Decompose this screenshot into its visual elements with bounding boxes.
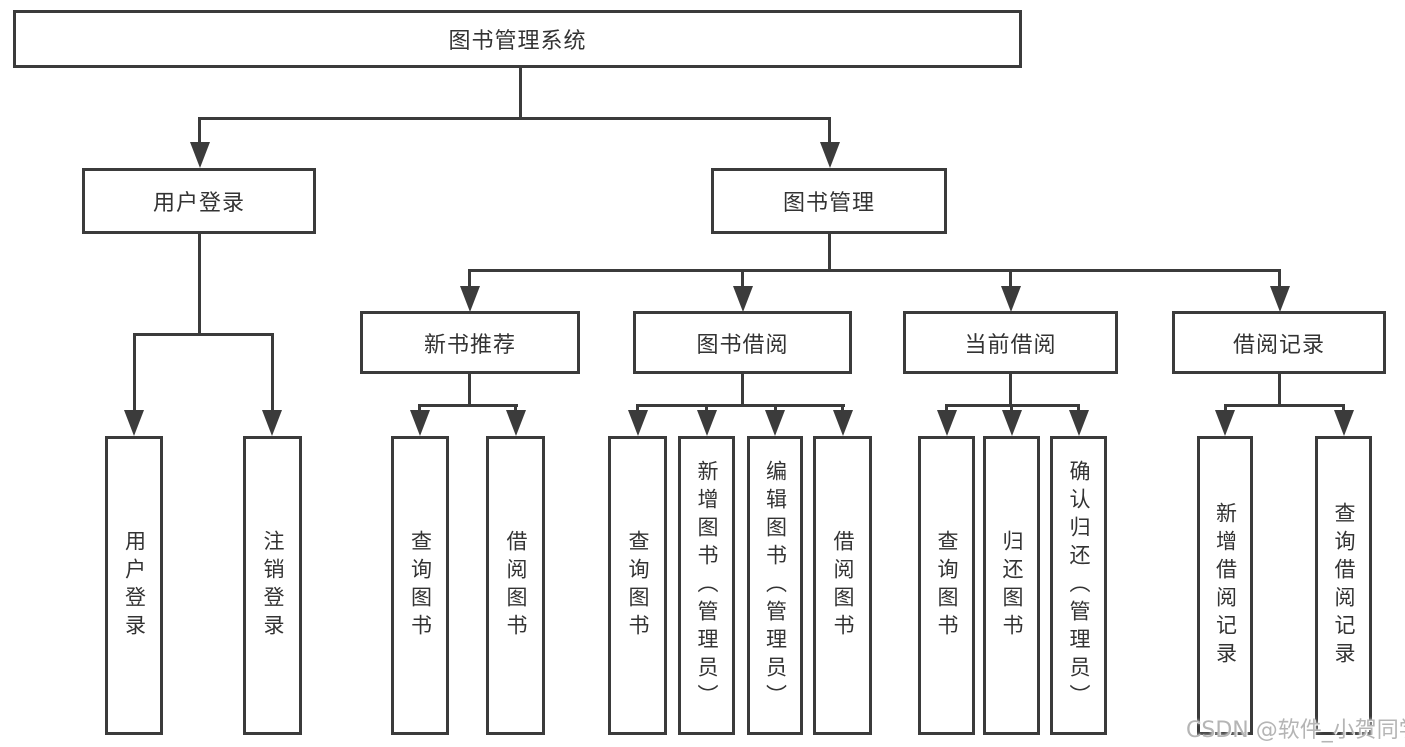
node-book-mgmt-label: 图书管理	[782, 191, 875, 216]
connector-stem	[741, 269, 744, 290]
node-user-login: 用户登录	[82, 168, 316, 234]
arrow-down-icon	[506, 410, 526, 436]
connector-stem	[1342, 404, 1345, 413]
node-user-login-label: 用户登录	[152, 191, 245, 216]
arrow-down-icon	[124, 410, 144, 436]
node-borrow-records-label: 借阅记录	[1232, 332, 1325, 358]
connector-stem	[133, 333, 136, 412]
connector-horizontal	[1224, 404, 1345, 407]
leaf-label: 确认归还（管理员）	[1067, 459, 1091, 712]
arrow-down-icon	[628, 410, 648, 436]
connector-stem	[1010, 404, 1013, 413]
connector-trunk	[468, 374, 471, 406]
arrow-down-icon	[1001, 286, 1021, 312]
connector-stem-user-login	[198, 117, 201, 145]
node-current-borrow-label: 当前借阅	[964, 332, 1057, 358]
connector-stem	[1077, 404, 1080, 413]
node-root: 图书管理系统	[13, 10, 1022, 68]
connector-stem	[1278, 269, 1281, 290]
connector-stem	[271, 333, 274, 412]
arrow-down-icon	[765, 410, 785, 436]
connector-stem	[705, 404, 708, 413]
leaf-label: 新增借阅记录	[1213, 501, 1238, 670]
node-book-mgmt: 图书管理	[711, 168, 947, 234]
leaf-label: 用户登录	[122, 529, 147, 642]
leaf-label: 注销登录	[261, 529, 285, 642]
connector-user-login-horizontal	[133, 333, 274, 336]
arrow-down-icon	[190, 142, 210, 168]
connector-stem	[945, 404, 948, 413]
leaf-label: 查询图书	[935, 529, 959, 642]
connector-user-login-trunk	[198, 234, 201, 336]
arrow-down-icon	[1215, 410, 1235, 436]
connector-stem	[636, 404, 639, 413]
node-new-book-rec-label: 新书推荐	[423, 332, 516, 358]
leaf-nbr-borrow-books: 借阅图书	[486, 436, 545, 735]
leaf-br-add-record: 新增借阅记录	[1197, 436, 1253, 735]
connector-trunk	[741, 374, 744, 406]
leaf-label: 借阅图书	[831, 529, 855, 642]
connector-stem	[468, 269, 471, 290]
connector-stem	[514, 404, 517, 413]
leaf-cb-confirm-return-admin: 确认归还（管理员）	[1050, 436, 1107, 735]
arrow-down-icon	[733, 286, 753, 312]
leaf-bb-borrow-books: 借阅图书	[813, 436, 872, 735]
node-current-borrow: 当前借阅	[903, 311, 1118, 374]
leaf-br-query-record: 查询借阅记录	[1315, 436, 1372, 735]
arrow-down-icon	[937, 410, 957, 436]
csdn-watermark: CSDN @软件_小贺同学	[1186, 718, 1405, 743]
connector-horizontal	[636, 404, 845, 407]
leaf-bb-add-books-admin: 新增图书（管理员）	[678, 436, 735, 735]
arrow-down-icon	[1270, 286, 1290, 312]
arrow-down-icon	[1334, 410, 1354, 436]
leaf-bb-query-books: 查询图书	[608, 436, 667, 735]
connector-stem-book-mgmt	[828, 117, 831, 145]
arrow-down-icon	[262, 410, 282, 436]
connector-root-trunk	[519, 68, 522, 119]
leaf-label: 查询图书	[408, 529, 433, 642]
arrow-down-icon	[460, 286, 480, 312]
connector-horizontal	[418, 404, 518, 407]
arrow-down-icon	[820, 142, 840, 168]
leaf-cb-query-books: 查询图书	[918, 436, 975, 735]
leaf-label: 新增图书（管理员）	[695, 459, 719, 712]
connector-book-mgmt-trunk	[828, 234, 831, 271]
leaf-label: 编辑图书（管理员）	[763, 459, 788, 712]
leaf-user-login: 用户登录	[105, 436, 163, 735]
node-new-book-rec: 新书推荐	[360, 311, 580, 374]
node-book-borrow-label: 图书借阅	[696, 332, 789, 358]
connector-level2-horizontal	[469, 269, 1281, 272]
arrow-down-icon	[1069, 410, 1089, 436]
node-root-label: 图书管理系统	[448, 29, 587, 54]
connector-level1-horizontal	[198, 117, 831, 120]
leaf-nbr-query-books: 查询图书	[391, 436, 449, 735]
connector-stem	[774, 404, 777, 413]
leaf-logout: 注销登录	[243, 436, 302, 735]
leaf-bb-edit-books-admin: 编辑图书（管理员）	[747, 436, 803, 735]
leaf-cb-return-books: 归还图书	[983, 436, 1040, 735]
arrow-down-icon	[1002, 410, 1022, 436]
node-borrow-records: 借阅记录	[1172, 311, 1386, 374]
leaf-label: 查询图书	[626, 529, 650, 642]
leaf-label: 查询借阅记录	[1332, 501, 1356, 670]
leaf-label: 借阅图书	[504, 529, 528, 642]
connector-stem	[1224, 404, 1227, 413]
arrow-down-icon	[697, 410, 717, 436]
connector-stem	[1009, 269, 1012, 290]
arrow-down-icon	[410, 410, 430, 436]
connector-trunk	[1278, 374, 1281, 406]
arrow-down-icon	[833, 410, 853, 436]
connector-stem	[418, 404, 421, 413]
leaf-label: 归还图书	[1000, 529, 1024, 642]
connector-trunk	[1009, 374, 1012, 406]
node-book-borrow: 图书借阅	[633, 311, 852, 374]
connector-stem	[841, 404, 844, 413]
